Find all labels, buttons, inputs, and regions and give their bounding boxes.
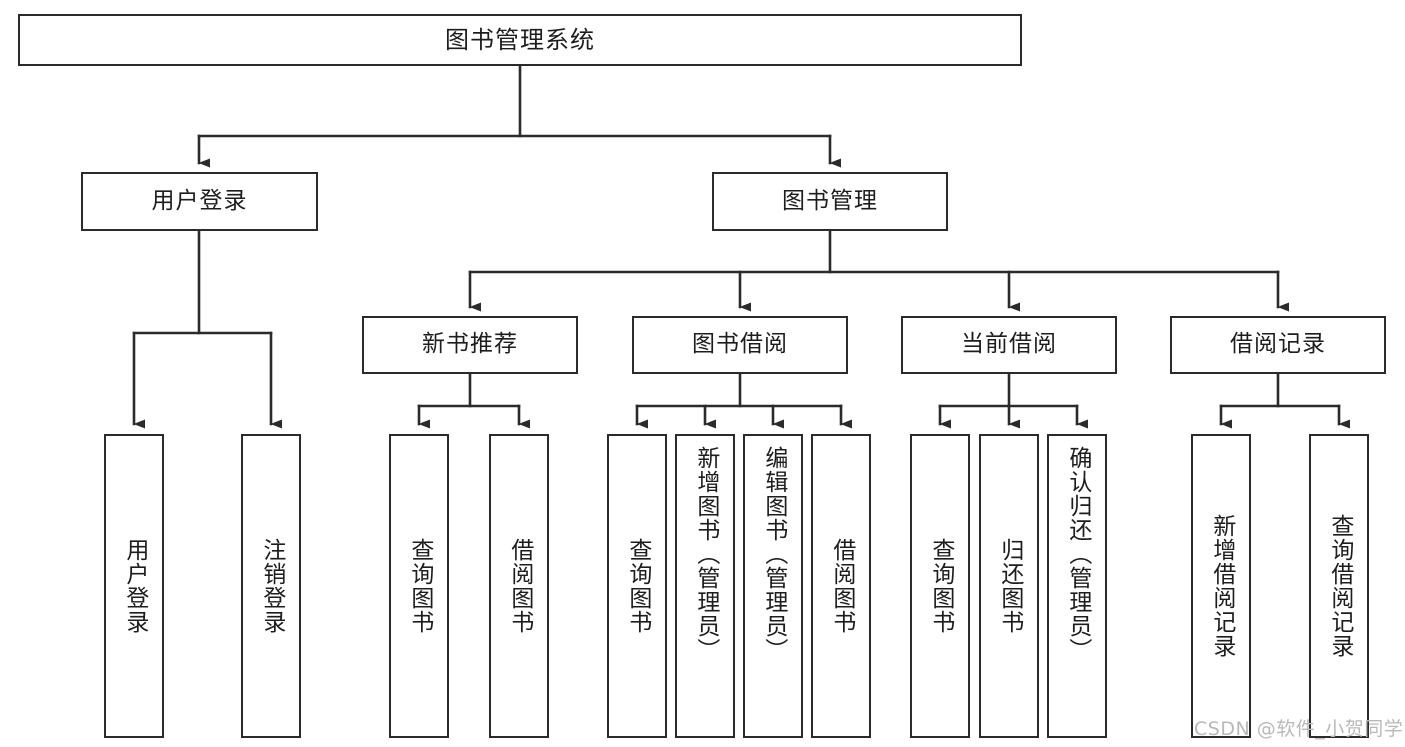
leaf-bb-query-book-inner: 查询图书 bbox=[611, 442, 663, 730]
node-book-borrow[interactable]: 图书借阅 bbox=[632, 316, 848, 374]
leaf-logout[interactable]: 注销登录 bbox=[241, 434, 301, 738]
node-root-system[interactable]: 图书管理系统 bbox=[18, 14, 1022, 66]
leaf-user-login-inner: 用户登录 bbox=[108, 442, 160, 730]
node-borrow-record-label: 借阅记录 bbox=[1230, 331, 1326, 358]
leaf-bb-edit-book-inner: 编辑图书（管理员） bbox=[747, 442, 799, 734]
node-book-manage-label: 图书管理 bbox=[782, 187, 878, 214]
node-root-label: 图书管理系统 bbox=[445, 25, 595, 54]
node-user-login[interactable]: 用户登录 bbox=[81, 172, 318, 231]
leaf-br-query-record[interactable]: 查询借阅记录 bbox=[1309, 434, 1369, 738]
leaf-cb-confirm-return-inner: 确认归还（管理员） bbox=[1051, 442, 1103, 734]
leaf-bb-edit-book-label: 编辑图书（管理员） bbox=[760, 446, 787, 662]
leaf-cb-query-book[interactable]: 查询图书 bbox=[910, 434, 970, 738]
leaf-cb-return-book[interactable]: 归还图书 bbox=[979, 434, 1039, 738]
leaf-br-query-record-inner: 查询借阅记录 bbox=[1313, 442, 1365, 730]
leaf-br-add-record-inner: 新增借阅记录 bbox=[1195, 442, 1247, 730]
leaf-cb-return-book-label: 归还图书 bbox=[996, 538, 1023, 634]
leaf-nb-query-book-inner: 查询图书 bbox=[393, 442, 445, 730]
leaf-logout-inner: 注销登录 bbox=[245, 442, 297, 730]
node-new-book-recommend[interactable]: 新书推荐 bbox=[362, 316, 578, 374]
leaf-nb-borrow-book[interactable]: 借阅图书 bbox=[489, 434, 549, 738]
leaf-bb-borrow-book-inner: 借阅图书 bbox=[815, 442, 867, 730]
leaf-nb-borrow-book-inner: 借阅图书 bbox=[493, 442, 545, 730]
leaf-bb-add-book-inner: 新增图书（管理员） bbox=[679, 442, 731, 734]
leaf-cb-query-book-label: 查询图书 bbox=[927, 538, 954, 634]
watermark-text: CSDN @软件_小贺同学 bbox=[1194, 718, 1404, 740]
node-current-borrow-label: 当前借阅 bbox=[961, 331, 1057, 358]
leaf-user-login-label: 用户登录 bbox=[121, 538, 148, 634]
leaf-br-add-record-label: 新增借阅记录 bbox=[1208, 514, 1235, 658]
leaf-nb-borrow-book-label: 借阅图书 bbox=[506, 538, 533, 634]
leaf-nb-query-book-label: 查询图书 bbox=[406, 538, 433, 634]
leaf-bb-add-book[interactable]: 新增图书（管理员） bbox=[675, 434, 735, 738]
leaf-bb-edit-book[interactable]: 编辑图书（管理员） bbox=[743, 434, 803, 738]
leaf-bb-query-book[interactable]: 查询图书 bbox=[607, 434, 667, 738]
leaf-cb-query-book-inner: 查询图书 bbox=[914, 442, 966, 730]
leaf-bb-add-book-label: 新增图书（管理员） bbox=[692, 446, 719, 662]
leaf-logout-label: 注销登录 bbox=[258, 538, 285, 634]
leaf-cb-confirm-return[interactable]: 确认归还（管理员） bbox=[1047, 434, 1107, 738]
node-new-book-recommend-label: 新书推荐 bbox=[422, 331, 518, 358]
node-user-login-label: 用户登录 bbox=[151, 187, 248, 214]
leaf-user-login[interactable]: 用户登录 bbox=[104, 434, 164, 738]
leaf-bb-query-book-label: 查询图书 bbox=[624, 538, 651, 634]
node-borrow-record[interactable]: 借阅记录 bbox=[1170, 316, 1386, 374]
leaf-cb-return-book-inner: 归还图书 bbox=[983, 442, 1035, 730]
leaf-nb-query-book[interactable]: 查询图书 bbox=[389, 434, 449, 738]
leaf-bb-borrow-book-label: 借阅图书 bbox=[828, 538, 855, 634]
leaf-bb-borrow-book[interactable]: 借阅图书 bbox=[811, 434, 871, 738]
leaf-br-query-record-label: 查询借阅记录 bbox=[1326, 514, 1353, 658]
node-book-manage[interactable]: 图书管理 bbox=[712, 172, 948, 231]
leaf-cb-confirm-return-label: 确认归还（管理员） bbox=[1064, 446, 1091, 662]
leaf-br-add-record[interactable]: 新增借阅记录 bbox=[1191, 434, 1251, 738]
node-book-borrow-label: 图书借阅 bbox=[692, 331, 788, 358]
node-current-borrow[interactable]: 当前借阅 bbox=[901, 316, 1117, 374]
